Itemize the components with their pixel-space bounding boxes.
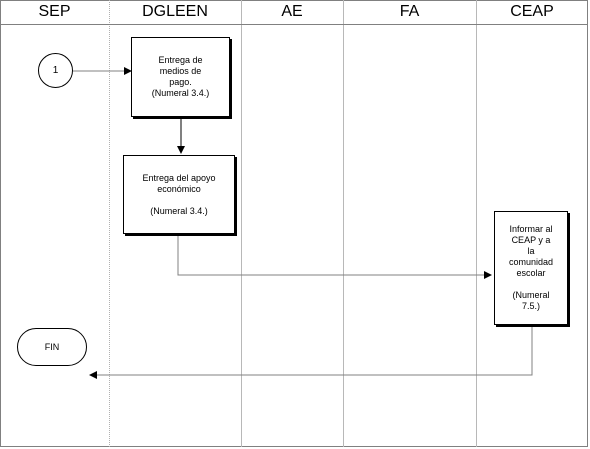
header-divider	[0, 24, 588, 25]
step1-line1: Entrega de	[158, 55, 203, 65]
end-terminator: FIN	[17, 328, 87, 366]
lane-header-dgleen: DGLEEN	[142, 3, 208, 20]
step3-line1: Informar al	[509, 224, 553, 234]
lane-separator-dgleen-ae	[241, 0, 242, 447]
step3-line2: CEAP y a	[511, 235, 551, 245]
lane-header-ceap: CEAP	[510, 3, 554, 20]
frame-bottom-border	[0, 446, 588, 447]
step1-line3: pago.	[169, 77, 192, 87]
step2-line3: (Numeral 3.4.)	[150, 205, 208, 216]
process-box-step2: Entrega del apoyo económico (Numeral 3.4…	[123, 155, 235, 234]
offpage-connector: 1	[38, 53, 73, 88]
lane-header-sep: SEP	[38, 3, 71, 20]
step3-line5: escolar	[516, 268, 546, 278]
lane-header-fa: FA	[399, 3, 420, 20]
step2-line1: Entrega del apoyo	[142, 172, 216, 183]
end-label: FIN	[44, 342, 60, 352]
lane-header-ae: AE	[281, 3, 303, 20]
process-box-step3: Informar al CEAP y a la comunidad escola…	[494, 211, 568, 325]
lane-separator-ae-fa	[343, 0, 344, 447]
frame-top-border	[0, 0, 588, 1]
arrow-step3-to-end	[89, 325, 533, 379]
step3-line4: comunidad	[508, 257, 554, 267]
step1-line2: medios de	[159, 66, 202, 76]
arrow-step2-to-step3	[177, 234, 492, 279]
frame-right-border	[587, 0, 588, 447]
step3-line3: la	[527, 246, 535, 256]
connector-label: 1	[52, 65, 59, 76]
lane-separator-fa-ceap	[476, 0, 477, 447]
step3-line7: 7.5.)	[521, 301, 540, 311]
frame-left-border	[0, 0, 1, 447]
process-box-step1: Entrega de medios de pago. (Numeral 3.4.…	[131, 37, 230, 117]
step3-line6: (Numeral	[512, 290, 550, 300]
step2-line2: económico	[157, 183, 201, 194]
step1-line4: (Numeral 3.4.)	[151, 88, 210, 98]
lane-separator-sep-dgleen	[109, 0, 110, 447]
